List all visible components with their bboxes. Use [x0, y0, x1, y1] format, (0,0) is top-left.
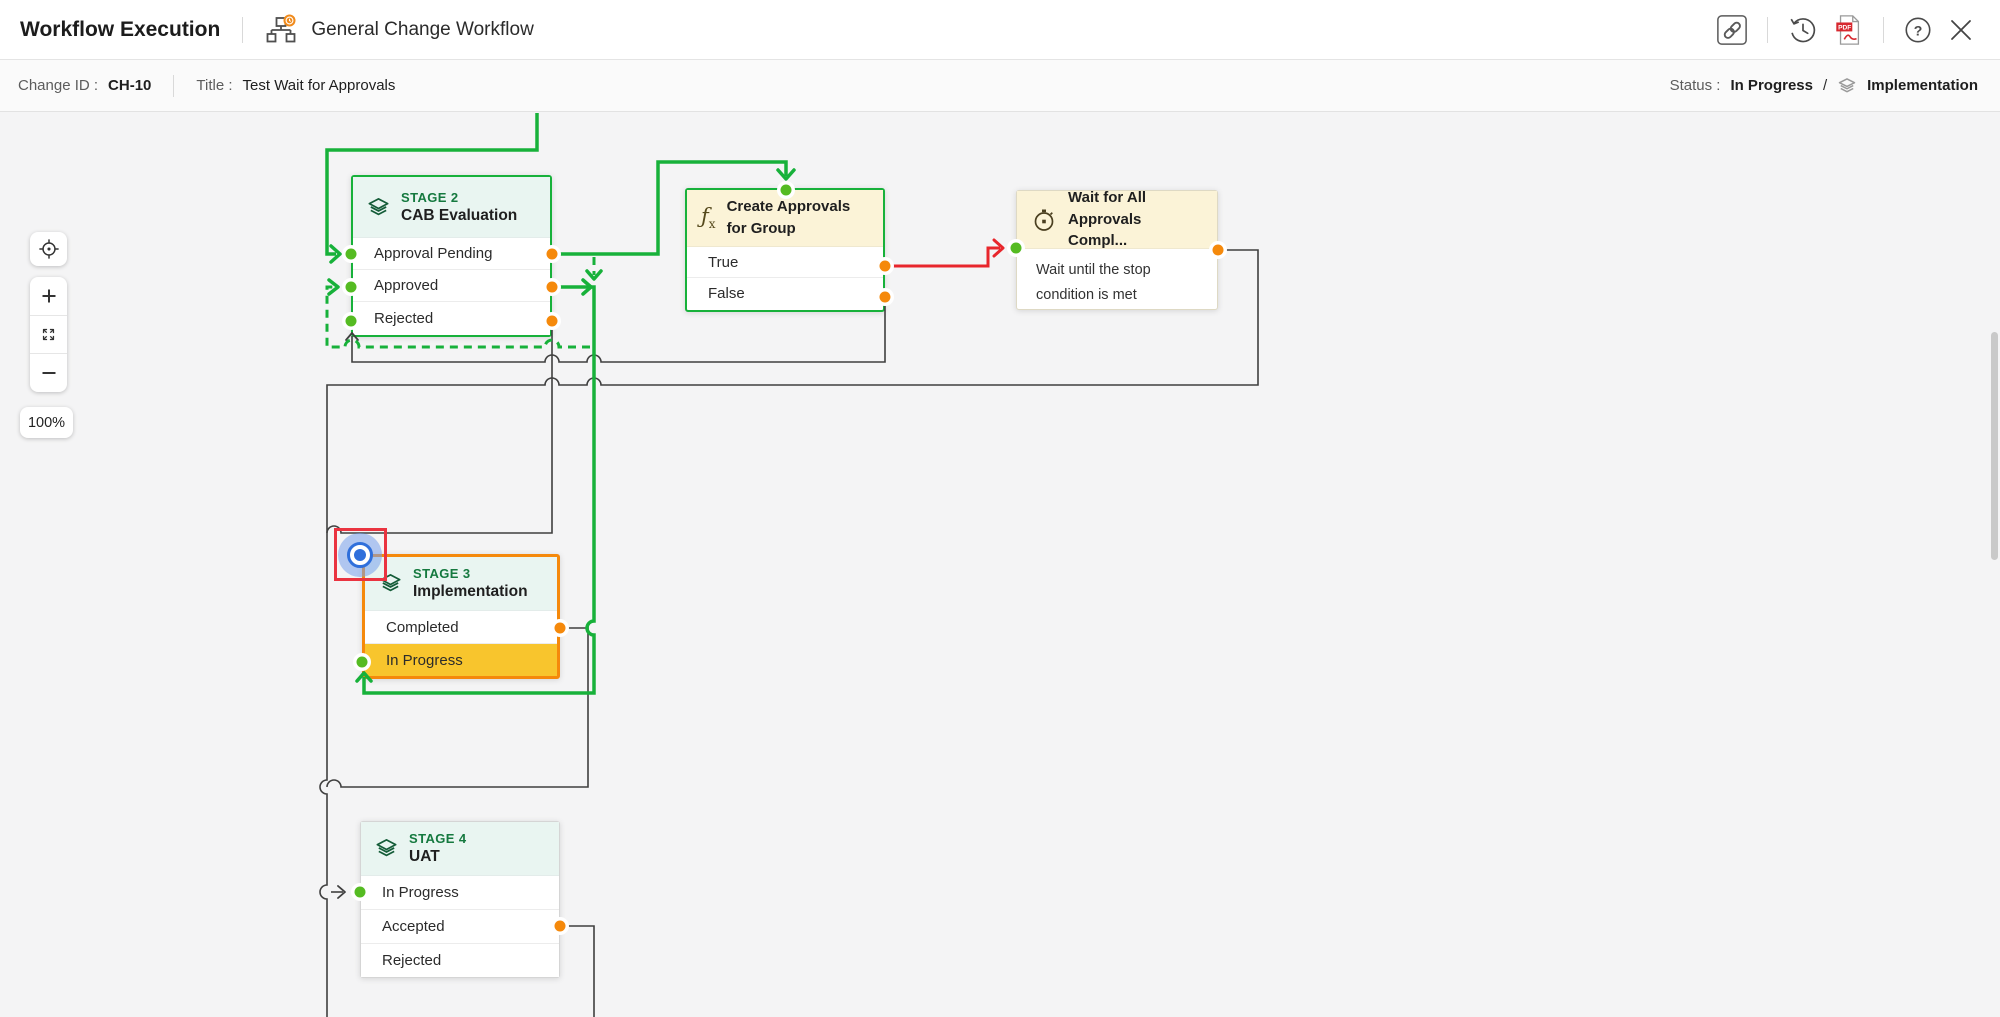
page-title: Workflow Execution [20, 17, 221, 41]
connector-rejected-output-down [326, 321, 553, 534]
arrowhead [992, 238, 1005, 258]
create-approvals-row-false[interactable]: False [687, 278, 883, 309]
stage2-badge: STAGE 2 [401, 189, 459, 205]
node-create-approvals[interactable]: ƒx Create Approvals for Group True False [685, 188, 885, 312]
stage3-row-in-progress[interactable]: In Progress [365, 644, 557, 676]
divider [242, 16, 244, 43]
arrowhead [776, 168, 796, 181]
stage4-row-accepted[interactable]: Accepted [361, 910, 559, 944]
workflow-name: General Change Workflow [311, 18, 534, 40]
stage3-title: Implementation [413, 583, 528, 600]
stage2-row-approved[interactable]: Approved [353, 270, 550, 302]
timer-icon [1031, 207, 1057, 233]
change-id-value: CH-10 [108, 77, 152, 94]
stage-layers-icon [375, 837, 398, 860]
status-value: In Progress [1730, 77, 1813, 94]
create-approvals-title-2: for Group [726, 220, 796, 237]
vertical-scrollbar[interactable] [1991, 332, 1998, 560]
stage-layers-icon [367, 196, 390, 219]
connector-accepted-output-down [560, 925, 595, 1017]
arrowhead [327, 278, 340, 296]
stage4-row-rejected[interactable]: Rejected [361, 944, 559, 977]
function-icon: ƒx [701, 203, 716, 232]
connector-true-to-wait [885, 246, 1000, 268]
zoom-out-button[interactable] [30, 354, 67, 392]
change-id-label: Change ID : [18, 77, 99, 94]
node-stage4-uat[interactable]: STAGE 4 UAT In Progress Accepted Rejecte… [360, 821, 560, 978]
create-approvals-title-1: Create Approvals [726, 198, 851, 216]
history-icon[interactable] [1787, 14, 1819, 46]
export-pdf-button[interactable]: PDF [1834, 14, 1864, 46]
change-info-bar: Change ID : CH-10 Title : Test Wait for … [0, 60, 2000, 112]
arrowhead [337, 885, 346, 899]
arrowhead [585, 269, 603, 281]
status-divider: / [1822, 77, 1828, 94]
layers-icon [1837, 76, 1857, 96]
help-icon[interactable]: ? [1903, 15, 1933, 45]
stage4-badge: STAGE 4 [409, 831, 467, 846]
workflow-icon [265, 14, 297, 46]
status-label: Status : [1669, 77, 1721, 94]
arrowhead [329, 244, 342, 264]
stage4-title: UAT [409, 848, 440, 865]
fit-screen-button[interactable] [30, 316, 67, 355]
copy-link-button[interactable] [1716, 14, 1748, 46]
node-stage3-implementation[interactable]: STAGE 3 Implementation Completed In Prog… [362, 554, 560, 679]
divider [173, 74, 175, 97]
arrowhead [581, 278, 593, 296]
stage3-row-completed[interactable]: Completed [365, 611, 557, 644]
create-approvals-row-true[interactable]: True [687, 247, 883, 278]
stage2-row-rejected[interactable]: Rejected [353, 302, 550, 335]
title-label: Title : [196, 77, 233, 94]
stage2-title: CAB Evaluation [401, 206, 518, 224]
wait-body-1: Wait until the stop [1036, 262, 1151, 278]
divider [1883, 16, 1884, 43]
node-wait-for-approvals[interactable]: Wait for All Approvals Compl... Wait unt… [1016, 188, 1218, 310]
title-value: Test Wait for Approvals [242, 77, 396, 94]
top-header: Workflow Execution General Change Workfl… [0, 0, 2000, 60]
wait-title-2: Approvals Compl... [1068, 210, 1142, 250]
divider [1767, 16, 1768, 43]
zoom-toolbar [30, 277, 67, 392]
stage3-badge: STAGE 3 [413, 566, 471, 581]
svg-text:PDF: PDF [1838, 24, 1851, 31]
locate-button[interactable] [30, 232, 67, 266]
current-step-marker-icon [338, 533, 382, 577]
node-stage2-cab-evaluation[interactable]: STAGE 2 CAB Evaluation Approval Pending … [351, 175, 552, 337]
current-stage-value: Implementation [1867, 77, 1978, 94]
close-icon[interactable] [1948, 17, 1974, 43]
stage4-row-in-progress[interactable]: In Progress [361, 876, 559, 910]
wait-title-1: Wait for All [1068, 188, 1147, 206]
wait-body-2: condition is met [1036, 287, 1137, 303]
stage2-row-approval-pending[interactable]: Approval Pending [353, 238, 550, 270]
zoom-level-badge[interactable]: 100% [20, 407, 73, 438]
svg-text:?: ? [1914, 22, 1923, 38]
zoom-in-button[interactable] [30, 277, 67, 316]
